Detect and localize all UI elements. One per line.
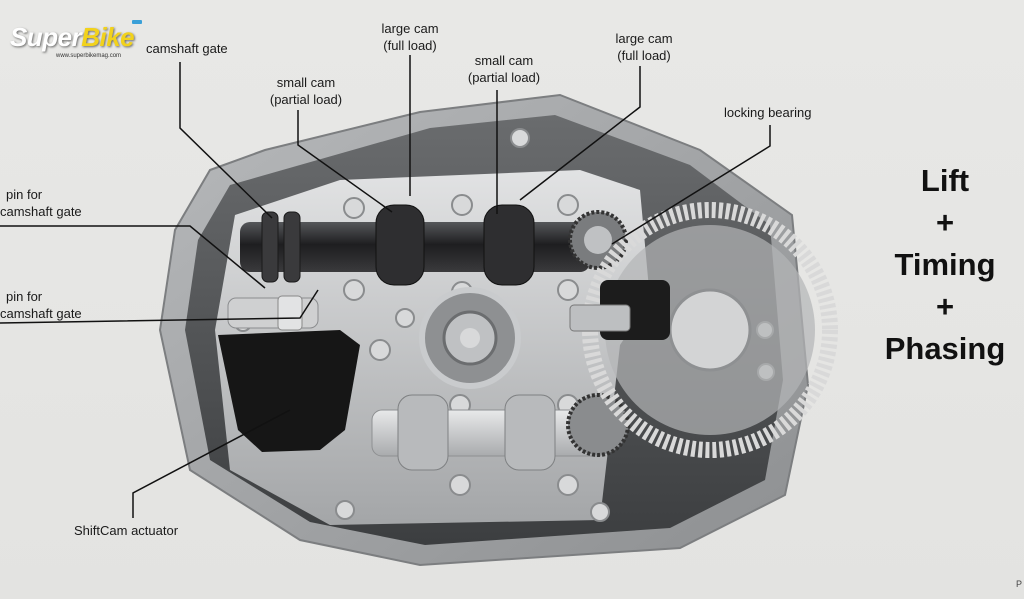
label-small-cam-left-line2: (partial load) bbox=[269, 92, 343, 107]
label-small-cam-right: small cam (partial load) bbox=[456, 52, 552, 86]
label-large-cam-right-line1: large cam bbox=[615, 31, 673, 46]
callout-leader-lines bbox=[0, 55, 771, 518]
label-large-cam-left: large cam (full load) bbox=[368, 20, 452, 54]
label-small-cam-left-line1: small cam bbox=[276, 75, 336, 90]
label-pin-lower-line2: camshaft gate bbox=[0, 306, 82, 321]
label-small-cam-right-line1: small cam bbox=[474, 53, 534, 68]
logo-badge bbox=[132, 20, 142, 24]
logo-url: www.superbikemag.com bbox=[56, 53, 122, 59]
camshaft-gate-rings bbox=[261, 211, 301, 283]
logo-text-bike: Bike bbox=[81, 22, 135, 52]
timing-chain-gear bbox=[582, 202, 838, 458]
label-pin-upper-line2: camshaft gate bbox=[0, 204, 82, 219]
label-large-cam-right: large cam (full load) bbox=[602, 30, 686, 64]
label-small-cam-right-line2: (partial load) bbox=[467, 70, 541, 85]
upper-cam-lobes bbox=[375, 204, 535, 286]
label-locking-bearing: locking bearing bbox=[724, 105, 812, 120]
tagline-timing: Timing bbox=[894, 247, 996, 282]
logo-text-super: Super bbox=[10, 22, 82, 52]
label-pin-camshaft-gate-lower: pin for camshaft gate bbox=[0, 288, 82, 322]
label-pin-lower-line1: pin for bbox=[6, 289, 43, 304]
shiftcam-actuator-body bbox=[218, 330, 360, 452]
label-large-cam-left-line2: (full load) bbox=[383, 38, 437, 53]
superbike-logo: SuperBike bbox=[10, 22, 135, 53]
corner-mark: P bbox=[1015, 579, 1022, 589]
label-large-cam-left-line1: large cam bbox=[381, 21, 439, 36]
label-small-cam-left: small cam (partial load) bbox=[258, 74, 354, 108]
label-pin-camshaft-gate-upper: pin for camshaft gate bbox=[0, 186, 82, 220]
label-large-cam-right-line2: (full load) bbox=[617, 48, 671, 63]
tagline-plus-1: + bbox=[935, 205, 955, 240]
label-camshaft-gate: camshaft gate bbox=[146, 41, 228, 56]
tagline-phasing: Phasing bbox=[884, 331, 1006, 366]
label-pin-upper-line1: pin for bbox=[6, 187, 43, 202]
tagline-plus-2: + bbox=[935, 289, 955, 324]
tagline-lift-timing-phasing: Lift + Timing + Phasing bbox=[870, 160, 1020, 370]
label-shiftcam-actuator: ShiftCam actuator bbox=[74, 523, 179, 538]
tagline-lift: Lift bbox=[920, 163, 970, 198]
